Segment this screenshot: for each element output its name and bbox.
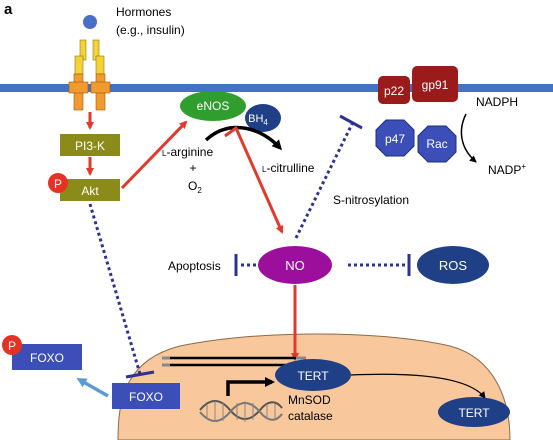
hormone-ligand [83,15,97,29]
no-ellipse [258,246,332,284]
l-citrulline-label: L-citrulline [262,161,315,175]
p47-octagon [375,119,415,157]
insulin-receptor [68,39,111,111]
foxo-cytoplasmic-box [12,344,82,370]
p47-label: p47 [385,132,405,146]
l-arginine-prefix: L [162,149,167,158]
nadp-main: NADP [488,163,521,177]
dna-helix-icon [199,400,283,422]
inhibit-akt-to-foxo [88,203,142,375]
inhibit-no-to-p47 [294,123,354,239]
foxo-nuclear-box [112,383,180,409]
o2-label: O2 [188,179,202,195]
ros-label: ROS [439,258,468,273]
l-arginine-text: -arginine [166,145,213,159]
bh4-subscript: 4 [263,118,268,127]
no-label: NO [285,258,305,273]
tert-nuclear-label: TERT [297,369,329,383]
l-arginine-label: L-arginine [162,145,213,159]
arrow-enos-to-no [224,125,284,234]
nadp-label: NADP+ [488,162,526,177]
hormone-label: Hormones [116,5,171,19]
plus-sign: + [189,161,196,175]
mnsod-label: MnSOD [288,393,331,407]
nadph-conversion-arrow [460,113,477,163]
l-citrulline-text: -citrulline [266,161,314,175]
enos-label: eNOS [197,99,230,113]
bh4-ellipse [245,104,281,132]
gp91-label: gp91 [422,78,449,92]
tert-nuclear-ellipse [275,359,351,391]
nadph-label: NADPH [476,95,518,109]
rac-label: Rac [426,137,447,151]
s-nitrosylation-label: S-nitrosylation [333,193,409,207]
arrow-foxo-export [76,378,109,398]
conversion-arrow [204,125,283,151]
gp91-box [412,66,458,102]
pi3k-label: PI3-K [75,139,105,153]
akt-label: Akt [81,184,99,198]
arrow-akt-to-enos [120,120,188,190]
rac-octagon [417,125,457,163]
p22-label: p22 [384,84,404,98]
bh4-main: BH [248,113,263,125]
inhibit-akt-to-foxo-bar [125,370,155,379]
bh4-label: BH4 [248,113,268,127]
akt-phospho-label: P [54,177,62,191]
p22-box [378,76,410,104]
foxo-phospho-badge [2,335,22,355]
tert-cytoplasmic-ellipse [438,397,510,427]
nadp-superscript: + [521,162,526,171]
l-citrulline-prefix: L [262,165,267,174]
tert-cytoplasmic-label: TERT [458,406,490,420]
enos-ellipse [180,91,246,121]
inhibit-no-to-p47-bar [339,114,363,130]
chromosome-lines [162,356,306,367]
apoptosis-label: Apoptosis [168,259,221,273]
ros-ellipse [417,246,489,284]
akt-box [60,179,120,201]
foxo-nuclear-label: FOXO [129,390,163,404]
arrow-tert-export [350,373,486,399]
pi3k-box [60,134,120,156]
foxo-cytoplasmic-label: FOXO [30,351,64,365]
o2-main: O [188,179,197,193]
cell-membrane [0,84,553,92]
o2-subscript: 2 [197,186,202,195]
panel-label: a [4,1,13,18]
hormone-example-label: (e.g., insulin) [116,23,185,37]
foxo-phospho-label: P [8,339,16,353]
akt-phospho-badge [48,173,68,193]
catalase-label: catalase [288,409,333,423]
gene-expression-arrow [226,377,275,396]
